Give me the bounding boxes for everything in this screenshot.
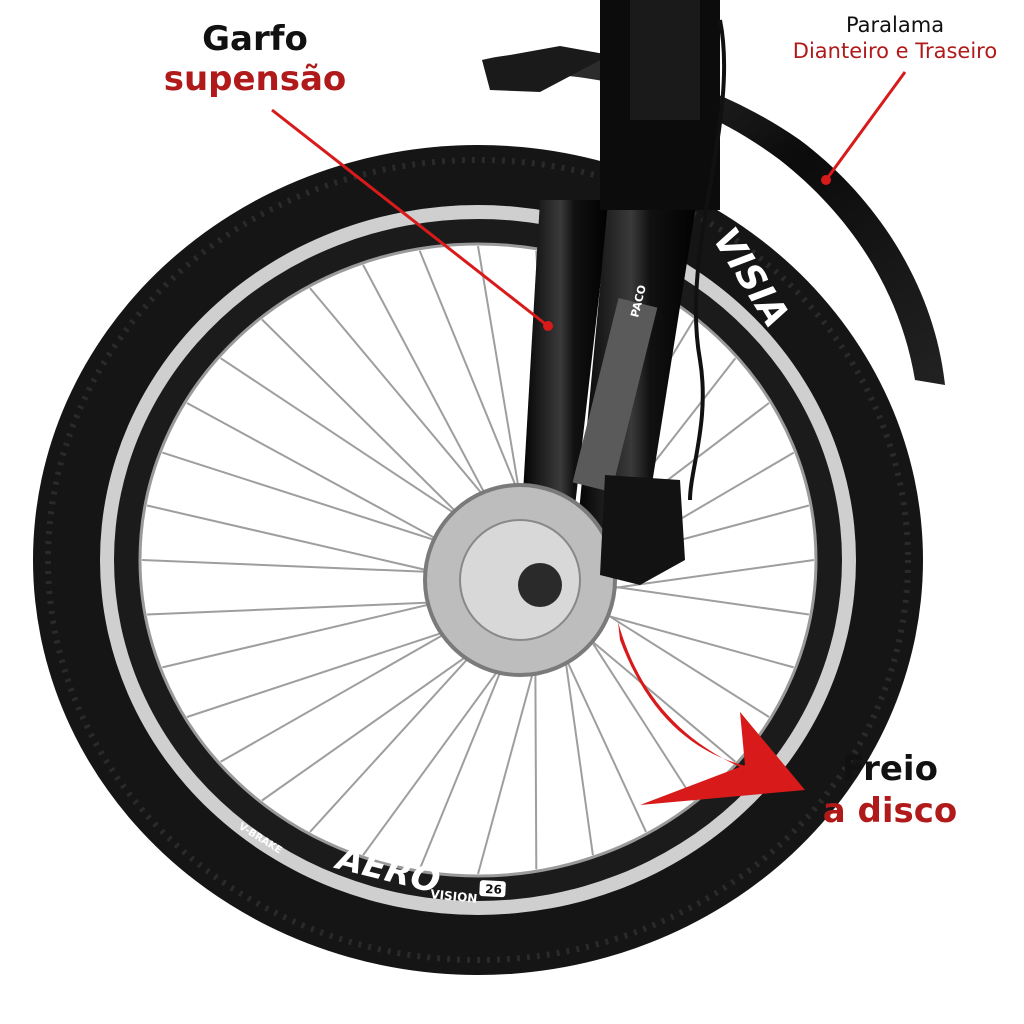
paralama-label: Paralama Dianteiro e Traseiro <box>760 14 1024 62</box>
paralama-callout-dot <box>821 175 831 185</box>
rim-size-badge <box>479 880 506 898</box>
freio-label: Freio a disco <box>790 749 990 831</box>
brake-cable <box>688 19 727 501</box>
fork-left-leg <box>520 200 610 550</box>
paralama-subtitle: Dianteiro e Traseiro <box>792 39 998 64</box>
fork-steerer <box>630 0 700 120</box>
fork-brand-plate <box>572 297 658 493</box>
garfo-callout-dot <box>543 321 553 331</box>
fender <box>482 53 945 385</box>
fender-tip <box>482 46 610 92</box>
tire-tread-edge <box>45 157 911 963</box>
freio-arrow-head <box>640 712 805 805</box>
freio-title: Freio <box>842 749 938 789</box>
paralama-title: Paralama <box>845 13 945 37</box>
garfo-subtitle: supensão <box>163 58 347 99</box>
hub <box>518 563 562 607</box>
paralama-callout-line <box>824 71 907 181</box>
brake-caliper <box>600 475 685 585</box>
garfo-label: Garfo supensão <box>120 19 390 99</box>
freio-subtitle: a disco <box>822 790 958 831</box>
garfo-callout-line <box>271 108 549 328</box>
rim-model-text: VISION <box>430 887 478 906</box>
garfo-title: Garfo <box>202 19 308 59</box>
rim-size-text: 26 <box>485 882 502 897</box>
